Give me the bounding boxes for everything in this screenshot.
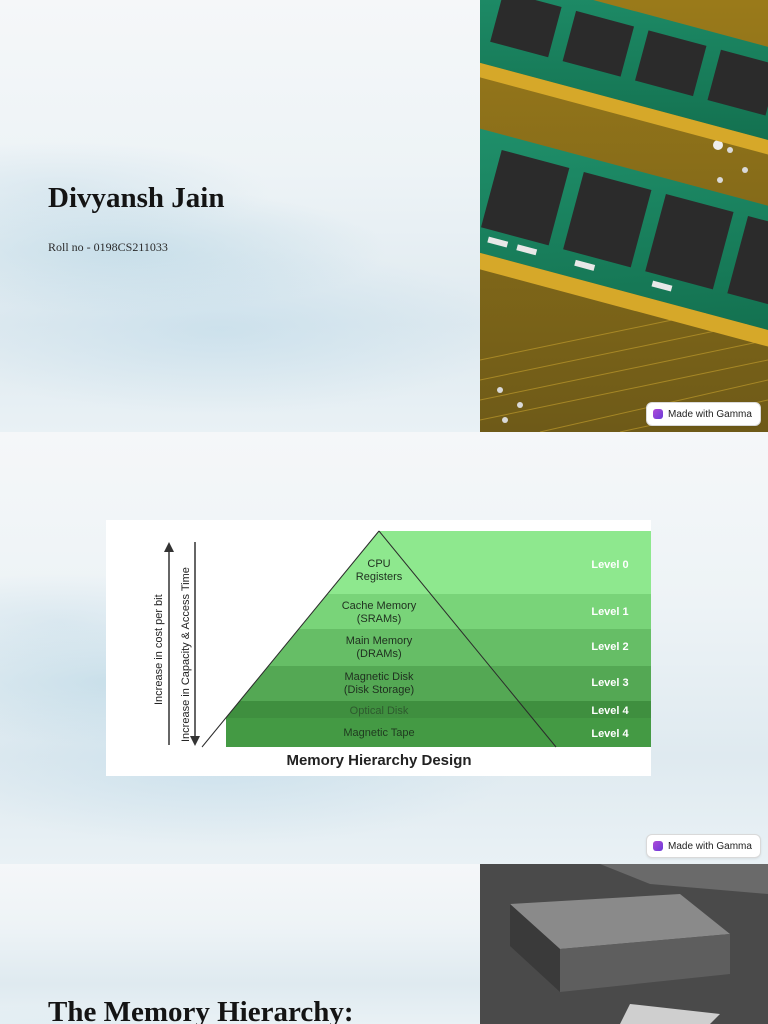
memory-hierarchy-intro-slide: The Memory Hierarchy:	[0, 864, 768, 1024]
slide-title: The Memory Hierarchy:	[48, 996, 354, 1024]
gamma-logo-icon	[653, 841, 663, 851]
memory-hierarchy-svg: Increase in cost per bit Increase in Cap…	[106, 520, 651, 769]
chip-illustration	[480, 864, 768, 1024]
memory-hierarchy-diagram: Increase in cost per bit Increase in Cap…	[106, 520, 651, 776]
presenter-name: Divyansh Jain	[48, 182, 225, 214]
left-axis-label-cost: Increase in cost per bit	[153, 594, 165, 705]
title-slide: Divyansh Jain Roll no - 0198CS211033	[0, 0, 768, 432]
level-label-2: Level 2	[591, 641, 628, 653]
chip-photo	[480, 864, 768, 1024]
memory-hierarchy-diagram-slide: Increase in cost per bit Increase in Cap…	[0, 432, 768, 864]
roll-number: Roll no - 0198CS211033	[48, 240, 168, 254]
tier-label-4: Optical Disk	[350, 705, 409, 717]
ram-modules-photo	[441, 0, 768, 432]
ram-modules-illustration	[441, 0, 768, 432]
tier-band-2	[226, 629, 651, 666]
tier-label-0a: CPU	[367, 558, 390, 570]
badge-label: Made with Gamma	[668, 840, 752, 852]
level-label-0: Level 0	[591, 559, 628, 571]
tier-label-0b: Registers	[356, 571, 403, 583]
tier-label-1b: (SRAMs)	[357, 613, 402, 625]
level-label-3: Level 3	[591, 677, 628, 689]
gamma-logo-icon	[653, 409, 663, 419]
tier-label-2b: (DRAMs)	[356, 648, 401, 660]
tier-label-2a: Main Memory	[346, 635, 413, 647]
left-axis-label-capacity: Increase in Capacity & Access Time	[180, 567, 192, 742]
badge-label: Made with Gamma	[668, 408, 752, 420]
tier-label-3a: Magnetic Disk	[344, 671, 414, 683]
tier-label-3b: (Disk Storage)	[344, 684, 414, 696]
level-label-1: Level 1	[591, 606, 628, 618]
tier-band-3	[226, 666, 651, 701]
made-with-gamma-badge[interactable]: Made with Gamma	[646, 834, 761, 858]
level-label-5: Level 4	[591, 728, 629, 740]
tier-label-1a: Cache Memory	[342, 600, 417, 612]
tier-band-5	[226, 718, 651, 747]
tier-band-4	[226, 701, 651, 718]
tier-label-5: Magnetic Tape	[343, 727, 414, 739]
made-with-gamma-badge[interactable]: Made with Gamma	[646, 402, 761, 426]
level-label-4: Level 4	[591, 705, 629, 717]
diagram-title: Memory Hierarchy Design	[286, 752, 471, 769]
